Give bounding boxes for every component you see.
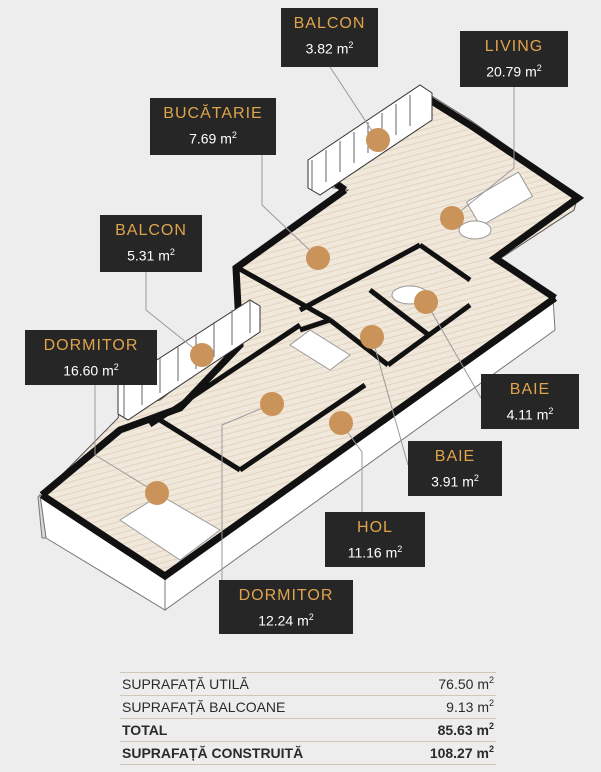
- room-label-baie-2: BAIE 3.91 m2: [408, 441, 502, 496]
- marker-baie-2: [360, 325, 384, 349]
- room-name: HOL: [357, 519, 393, 536]
- marker-balcon-top: [366, 128, 390, 152]
- room-label-balcon-top: BALCON 3.82 m2: [281, 8, 378, 67]
- room-area: 12.24 m2: [258, 612, 314, 629]
- room-name: DORMITOR: [238, 587, 334, 604]
- room-area: 16.60 m2: [63, 362, 119, 379]
- marker-living: [440, 206, 464, 230]
- room-label-hol: HOL 11.16 m2: [325, 512, 425, 567]
- summary-label: SUPRAFAȚĂ BALCOANE: [122, 699, 286, 715]
- area-summary-table: SUPRAFAȚĂ UTILĂ 76.50 m2 SUPRAFAȚĂ BALCO…: [120, 672, 496, 765]
- room-area: 11.16 m2: [347, 544, 403, 561]
- summary-label: SUPRAFAȚĂ CONSTRUITĂ: [122, 745, 304, 761]
- room-name: BAIE: [509, 381, 551, 398]
- outer-wall-faces: [37, 297, 556, 611]
- room-area: 3.91 m2: [431, 473, 479, 490]
- summary-row-total: TOTAL 85.63 m2: [120, 719, 496, 742]
- marker-hol: [329, 411, 353, 435]
- marker-balcon-mid: [190, 343, 214, 367]
- room-label-living: LIVING 20.79 m2: [460, 31, 568, 87]
- room-name: BAIE: [434, 448, 476, 465]
- room-label-dormitor-2: DORMITOR 12.24 m2: [219, 580, 353, 634]
- marker-bucatarie: [306, 246, 330, 270]
- room-name: BUCĂTARIE: [163, 105, 263, 122]
- room-name: BALCON: [293, 15, 366, 32]
- summary-row-utila: SUPRAFAȚĂ UTILĂ 76.50 m2: [120, 673, 496, 696]
- room-label-dormitor-1: DORMITOR 16.60 m2: [25, 330, 157, 385]
- room-label-balcon-mid: BALCON 5.31 m2: [100, 215, 202, 272]
- marker-dormitor-1: [145, 481, 169, 505]
- room-name: BALCON: [115, 222, 187, 239]
- room-label-baie-1: BAIE 4.11 m2: [481, 374, 579, 429]
- summary-label: TOTAL: [122, 722, 168, 738]
- summary-label: SUPRAFAȚĂ UTILĂ: [122, 676, 249, 692]
- marker-dormitor-2: [260, 392, 284, 416]
- summary-row-balcoane: SUPRAFAȚĂ BALCOANE 9.13 m2: [120, 696, 496, 719]
- furniture: [119, 171, 534, 561]
- room-area: 7.69 m2: [189, 130, 237, 147]
- room-area: 5.31 m2: [127, 247, 175, 264]
- summary-value: 9.13 m2: [446, 698, 494, 715]
- room-markers: [145, 128, 464, 505]
- room-name: LIVING: [484, 38, 544, 55]
- interior-walls: [148, 242, 472, 473]
- summary-value: 76.50 m2: [438, 675, 494, 692]
- marker-baie-1: [414, 290, 438, 314]
- room-label-bucatarie: BUCĂTARIE 7.69 m2: [150, 98, 276, 155]
- summary-row-construita: SUPRAFAȚĂ CONSTRUITĂ 108.27 m2: [120, 742, 496, 765]
- room-area: 3.82 m2: [305, 40, 354, 57]
- room-area: 4.11 m2: [506, 406, 554, 423]
- summary-value: 108.27 m2: [429, 744, 494, 761]
- room-name: DORMITOR: [43, 337, 139, 354]
- room-area: 20.79 m2: [486, 63, 542, 80]
- summary-value: 85.63 m2: [437, 721, 494, 738]
